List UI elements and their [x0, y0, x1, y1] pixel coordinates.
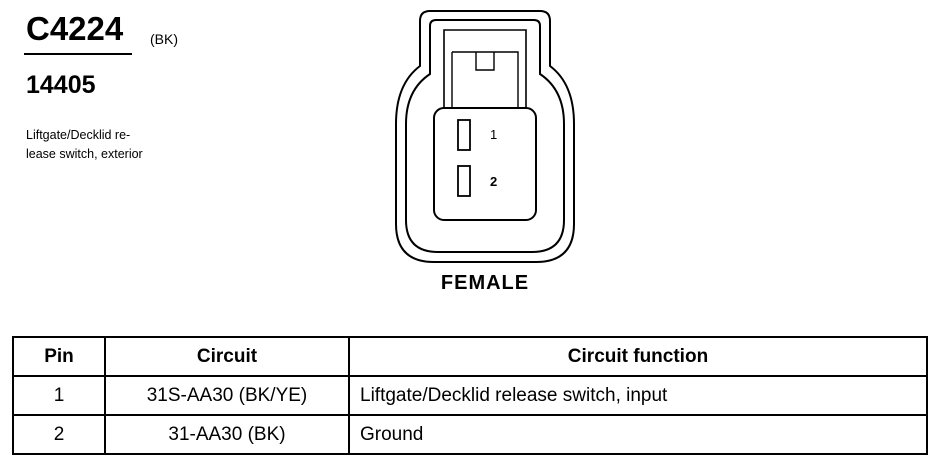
table-row: 2 31-AA30 (BK) Ground — [12, 414, 928, 455]
cell-circuit: 31-AA30 (BK) — [104, 414, 350, 455]
header-pin: Pin — [12, 336, 106, 377]
part-number: 14405 — [26, 71, 96, 99]
cell-pin: 2 — [12, 414, 106, 455]
table-header-row: Pin Circuit Circuit function — [12, 336, 928, 377]
header-rule — [24, 53, 132, 55]
connector-face-diagram: 1 2 — [395, 10, 575, 263]
connector-type-label: FEMALE — [440, 272, 530, 294]
table-row: 1 31S-AA30 (BK/YE) Liftgate/Decklid rele… — [12, 375, 928, 416]
pin-1-label: 1 — [490, 127, 497, 142]
cell-pin: 1 — [12, 375, 106, 416]
connector-id: C4224 — [26, 10, 124, 47]
pin-table: Pin Circuit Circuit function 1 31S-AA30 … — [12, 336, 928, 455]
connector-inner-housing — [405, 19, 565, 253]
header-circuit: Circuit — [104, 336, 350, 377]
connector-pin-cavity-frame — [433, 107, 537, 221]
connector-lock-notch — [475, 52, 495, 71]
connector-color: (BK) — [150, 31, 178, 47]
pin-2-terminal — [457, 165, 471, 197]
header-circuit-function: Circuit function — [348, 336, 928, 377]
description-line-2: lease switch, exterior — [26, 147, 143, 161]
connector-outer-housing — [395, 10, 575, 263]
connector-description: Liftgate/Decklid re- lease switch, exter… — [26, 126, 226, 164]
description-line-1: Liftgate/Decklid re- — [26, 128, 131, 142]
cell-circuit: 31S-AA30 (BK/YE) — [104, 375, 350, 416]
connector-lock-tab — [443, 29, 527, 109]
pin-1-terminal — [457, 119, 471, 151]
connector-lock-tab-inner — [451, 51, 519, 108]
cell-circuit-function: Liftgate/Decklid release switch, input — [348, 375, 928, 416]
cell-circuit-function: Ground — [348, 414, 928, 455]
pin-2-label: 2 — [490, 174, 497, 189]
